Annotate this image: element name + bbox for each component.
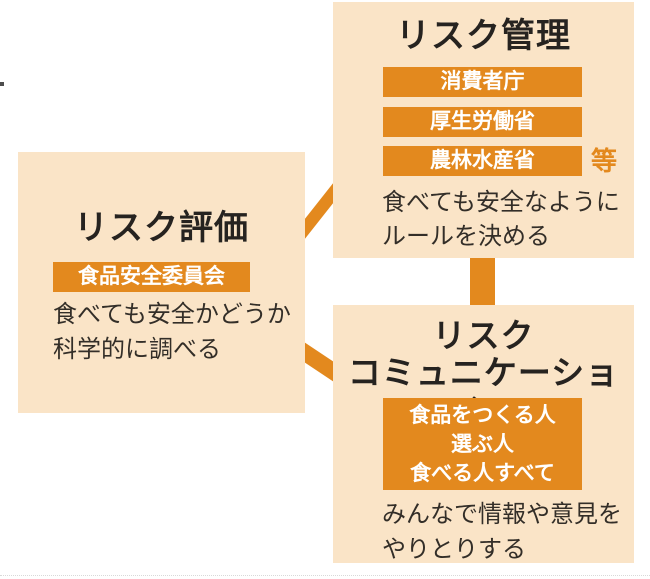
risk-management-description: 食べても安全なように ルールを決める <box>382 186 620 254</box>
connector-management-to-communication <box>470 257 495 308</box>
risk-communication-description-line2: やりとりする <box>382 536 526 563</box>
health-labour-welfare-ministry-badge: 厚生労働省 <box>383 107 582 137</box>
agriculture-forestry-fisheries-ministry-badge: 農林水産省 <box>383 146 582 176</box>
risk-management-panel: リスク管理 消費者庁 厚生労働省 農林水産省 等 食べても安全なように ルールを… <box>333 2 634 258</box>
consumer-affairs-agency-badge: 消費者庁 <box>383 67 582 97</box>
page-edge-dotted-line <box>0 575 650 576</box>
risk-assessment-description-line2: 科学的に調べる <box>53 336 221 363</box>
food-safety-commission-badge: 食品安全委員会 <box>53 262 250 292</box>
participants-badge-line2: 選ぶ人 <box>451 433 514 456</box>
participants-badge-line3: 食べる人すべて <box>410 462 555 485</box>
risk-communication-description: みんなで情報や意見を やりとりする <box>382 497 622 567</box>
etc-label: 等 <box>591 146 618 176</box>
risk-assessment-title: リスク評価 <box>74 209 249 247</box>
risk-communication-description-line1: みんなで情報や意見を <box>382 501 622 528</box>
risk-assessment-panel: リスク評価 食品安全委員会 食べても安全かどうか 科学的に調べる <box>18 152 305 413</box>
risk-assessment-description-line1: 食べても安全かどうか <box>53 301 291 328</box>
participants-badge-line1: 食品をつくる人 <box>409 404 556 427</box>
risk-communication-panel: リスク コミュニケーション 食品をつくる人 選ぶ人 食べる人すべて みんなで情報… <box>333 305 634 563</box>
risk-assessment-description: 食べても安全かどうか 科学的に調べる <box>53 297 291 367</box>
risk-communication-title: リスク コミュニケーション <box>333 317 634 428</box>
connector-assessment-to-management <box>304 182 334 240</box>
scan-artifact-dash <box>0 82 4 86</box>
risk-management-description-line1: 食べても安全なように <box>382 189 620 216</box>
risk-management-title: リスク管理 <box>396 17 571 55</box>
participants-badge: 食品をつくる人 選ぶ人 食べる人すべて <box>383 398 582 490</box>
risk-communication-title-line1: リスク <box>432 317 535 354</box>
risk-management-description-line2: ルールを決める <box>382 223 550 250</box>
risk-communication-title-line2: コミュニケーション <box>347 354 620 428</box>
connector-assessment-to-communication <box>304 342 334 382</box>
